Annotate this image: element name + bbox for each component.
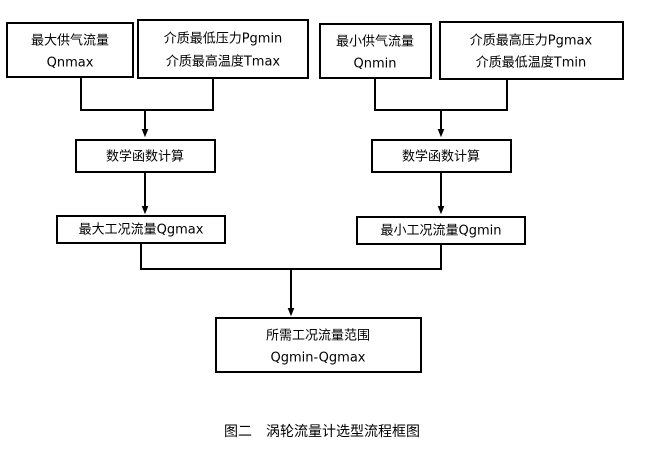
node-max-supply-flow-line2: Qnmax xyxy=(47,56,94,71)
node-max-pressure-min-temp: 介质最高压力Pgmax 介质最低温度Tmin xyxy=(439,21,624,80)
node-required-flow-range-line2: Qgmin-Qgmax xyxy=(271,351,366,366)
node-min-pressure-max-temp-line2: 介质最高温度Tmax xyxy=(166,54,281,70)
node-math-calc-right-label: 数学函数计算 xyxy=(402,149,480,165)
node-min-working-flow: 最小工况流量Qgmin xyxy=(356,216,526,245)
node-max-supply-flow-line1: 最大供气流量 xyxy=(31,33,109,49)
node-max-pressure-min-temp-line1: 介质最高压力Pgmax xyxy=(470,33,593,49)
node-required-flow-range: 所需工况流量范围 Qgmin-Qgmax xyxy=(215,317,422,373)
node-max-pressure-min-temp-line2: 介质最低温度Tmin xyxy=(476,55,586,71)
node-min-supply-flow-line2: Qnmin xyxy=(354,57,397,72)
node-math-calc-left: 数学函数计算 xyxy=(75,139,216,173)
node-min-supply-flow: 最小供气流量 Qnmin xyxy=(319,23,432,79)
node-min-supply-flow-line1: 最小供气流量 xyxy=(336,34,414,50)
node-math-calc-right: 数学函数计算 xyxy=(371,139,512,173)
connector-bottom-merge xyxy=(140,243,442,317)
node-max-working-flow-label: 最大工况流量Qgmax xyxy=(79,223,204,238)
figure-caption: 图二 涡轮流量计选型流程框图 xyxy=(224,424,420,440)
node-max-supply-flow: 最大供气流量 Qnmax xyxy=(6,22,134,78)
node-min-working-flow-label: 最小工况流量Qgmin xyxy=(381,224,502,239)
node-min-pressure-max-temp: 介质最低压力Pgmin 介质最高温度Tmax xyxy=(137,19,309,79)
node-max-working-flow: 最大工况流量Qgmax xyxy=(56,215,226,244)
connector-right-merge xyxy=(374,78,508,138)
node-math-calc-left-label: 数学函数计算 xyxy=(106,149,184,165)
node-required-flow-range-line1: 所需工况流量范围 xyxy=(266,329,370,344)
connector-left-merge xyxy=(80,77,214,138)
node-min-pressure-max-temp-line1: 介质最低压力Pgmin xyxy=(164,32,283,47)
